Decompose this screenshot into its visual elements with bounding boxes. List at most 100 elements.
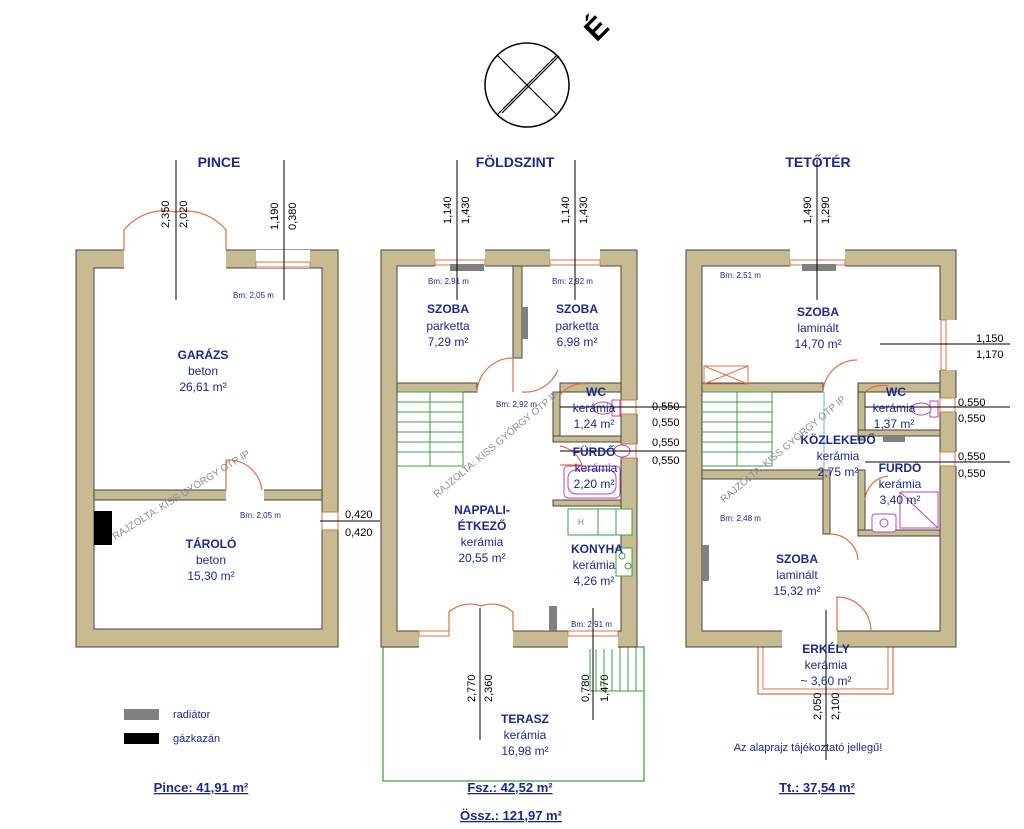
room-floor: beton [188, 364, 218, 378]
room-name: SZOBA [776, 552, 818, 566]
room-name: SZOBA [427, 302, 469, 316]
tetoter-walls [685, 249, 957, 648]
room-name: TÁROLÓ [186, 536, 237, 551]
door [864, 384, 889, 393]
legend-boiler-swatch [124, 733, 159, 744]
room-area: 7,29 m² [428, 335, 469, 349]
door [822, 359, 858, 393]
stair-void [703, 365, 749, 385]
ceiling-height: Bm: 2,48 m [720, 514, 761, 523]
room-name: WC [586, 385, 606, 399]
gas-boiler [94, 511, 112, 545]
dim-text: 1,430 [460, 196, 472, 224]
dim-text: 0,420 [345, 509, 373, 521]
legend-radiator-swatch [124, 709, 159, 720]
radiator [883, 436, 905, 442]
dim-text: 0,380 [287, 202, 299, 230]
radiator [702, 545, 709, 581]
room-area: 15,30 m² [187, 569, 234, 583]
dim-text: 1,140 [442, 196, 454, 224]
room-floor: kerámia [461, 535, 504, 549]
room-floor: laminált [797, 321, 839, 335]
total-osszes: Össz.: 121,97 m² [460, 808, 563, 823]
dim-text: 1,430 [578, 196, 590, 224]
pince-walls [75, 249, 339, 648]
dim-text: 1,470 [599, 674, 611, 702]
dim-text: 0,550 [652, 455, 680, 467]
room-area: 4,26 m² [574, 574, 615, 588]
tetoter-plan: 1,490 1,290 1,150 1,170 0,550 0,550 0,55… [685, 160, 1010, 760]
dim-text: 2,360 [483, 674, 495, 702]
room-area: 2,75 m² [818, 465, 859, 479]
room-floor: kerámia [879, 477, 922, 491]
floor-title-foldszint: FÖLDSZINT [476, 154, 555, 170]
dim-text: 0,550 [652, 401, 680, 413]
terrace-door [448, 603, 514, 631]
bathtub [563, 444, 631, 499]
door [559, 383, 589, 396]
compass: É [484, 9, 616, 128]
dim-text: 1,490 [802, 196, 814, 224]
dim-text: 0,550 [958, 451, 986, 463]
dim-text: 2,350 [160, 200, 172, 228]
room-floor: kerámia [805, 658, 848, 672]
kitchen-counter [567, 508, 633, 577]
room-area: 16,98 m² [501, 744, 548, 758]
ceiling-height: Bm: 2,91 m [571, 620, 612, 629]
dim-text: 0,550 [958, 468, 986, 480]
room-area: 6,98 m² [557, 335, 598, 349]
door [521, 369, 559, 393]
dim-text: 1,190 [269, 202, 281, 230]
dim-text: 0,780 [580, 674, 592, 702]
door [829, 533, 859, 561]
ceiling-height: Bm: 2,91 m [428, 277, 469, 286]
stairs [702, 391, 773, 467]
dim-text: 2,100 [830, 692, 842, 720]
dim-text: 2,020 [178, 200, 190, 228]
door [864, 475, 889, 501]
disclaimer-note: Az alaprajz tájékoztató jellegű! [734, 742, 883, 754]
shower [871, 491, 939, 533]
room-name: TERASZ [501, 712, 549, 726]
room-floor: parketta [426, 319, 470, 333]
room-area: 1,37 m² [874, 417, 915, 431]
pince-divider-wall [93, 489, 323, 501]
floor-title-tetoter: TETŐTÉR [785, 153, 850, 170]
dim-text: 2,770 [466, 674, 478, 702]
room-area: 2,20 m² [574, 477, 615, 491]
dim-text: 0,550 [958, 397, 986, 409]
compass-icon [484, 42, 570, 128]
room-name: NAPPALI- [454, 503, 510, 517]
room-floor: parketta [555, 319, 599, 333]
dim-text: 1,290 [820, 196, 832, 224]
radiator [549, 606, 557, 631]
dim-text: 0,550 [652, 437, 680, 449]
dim-text: 0,420 [345, 527, 373, 539]
total-tetoter: Tt.: 37,54 m² [779, 780, 856, 795]
dim-text: 0,550 [958, 413, 986, 425]
total-foldszint: Fsz.: 42,52 m² [467, 780, 553, 795]
room-name: KÖZLEKEDŐ [800, 432, 875, 447]
room-floor: kerámia [873, 401, 916, 415]
dim-text: 2,050 [812, 692, 824, 720]
room-area: 1,24 m² [574, 417, 615, 431]
room-area: ~ 3,60 m² [800, 674, 851, 688]
foldszint-plan: H 1,140 1,430 1,140 1,430 0,550 0,550 0,… [380, 160, 690, 782]
stairs [397, 391, 464, 467]
legend-boiler-label: gázkazán [173, 733, 220, 745]
room-floor: kerámia [817, 449, 860, 463]
room-area: 15,32 m² [773, 584, 820, 598]
room-name: FÜRDŐ [879, 460, 922, 475]
kitchen-h-mark: H [578, 518, 584, 527]
garage-door [123, 210, 227, 250]
room-name: SZOBA [556, 302, 598, 316]
total-pince: Pince: 41,91 m² [154, 780, 249, 795]
room-name: ÉTKEZŐ [458, 518, 507, 533]
dim-text: 1,170 [976, 349, 1004, 361]
pince-plan: 2,350 2,020 1,190 0,380 0,420 0,420 Bm: … [75, 160, 380, 648]
room-name: KONYHA [571, 542, 623, 556]
tarolo-door [225, 459, 263, 491]
ceiling-height: Bm: 2,05 m [233, 291, 274, 300]
legend-radiator-label: radiátor [173, 709, 211, 721]
radiator [522, 307, 528, 339]
